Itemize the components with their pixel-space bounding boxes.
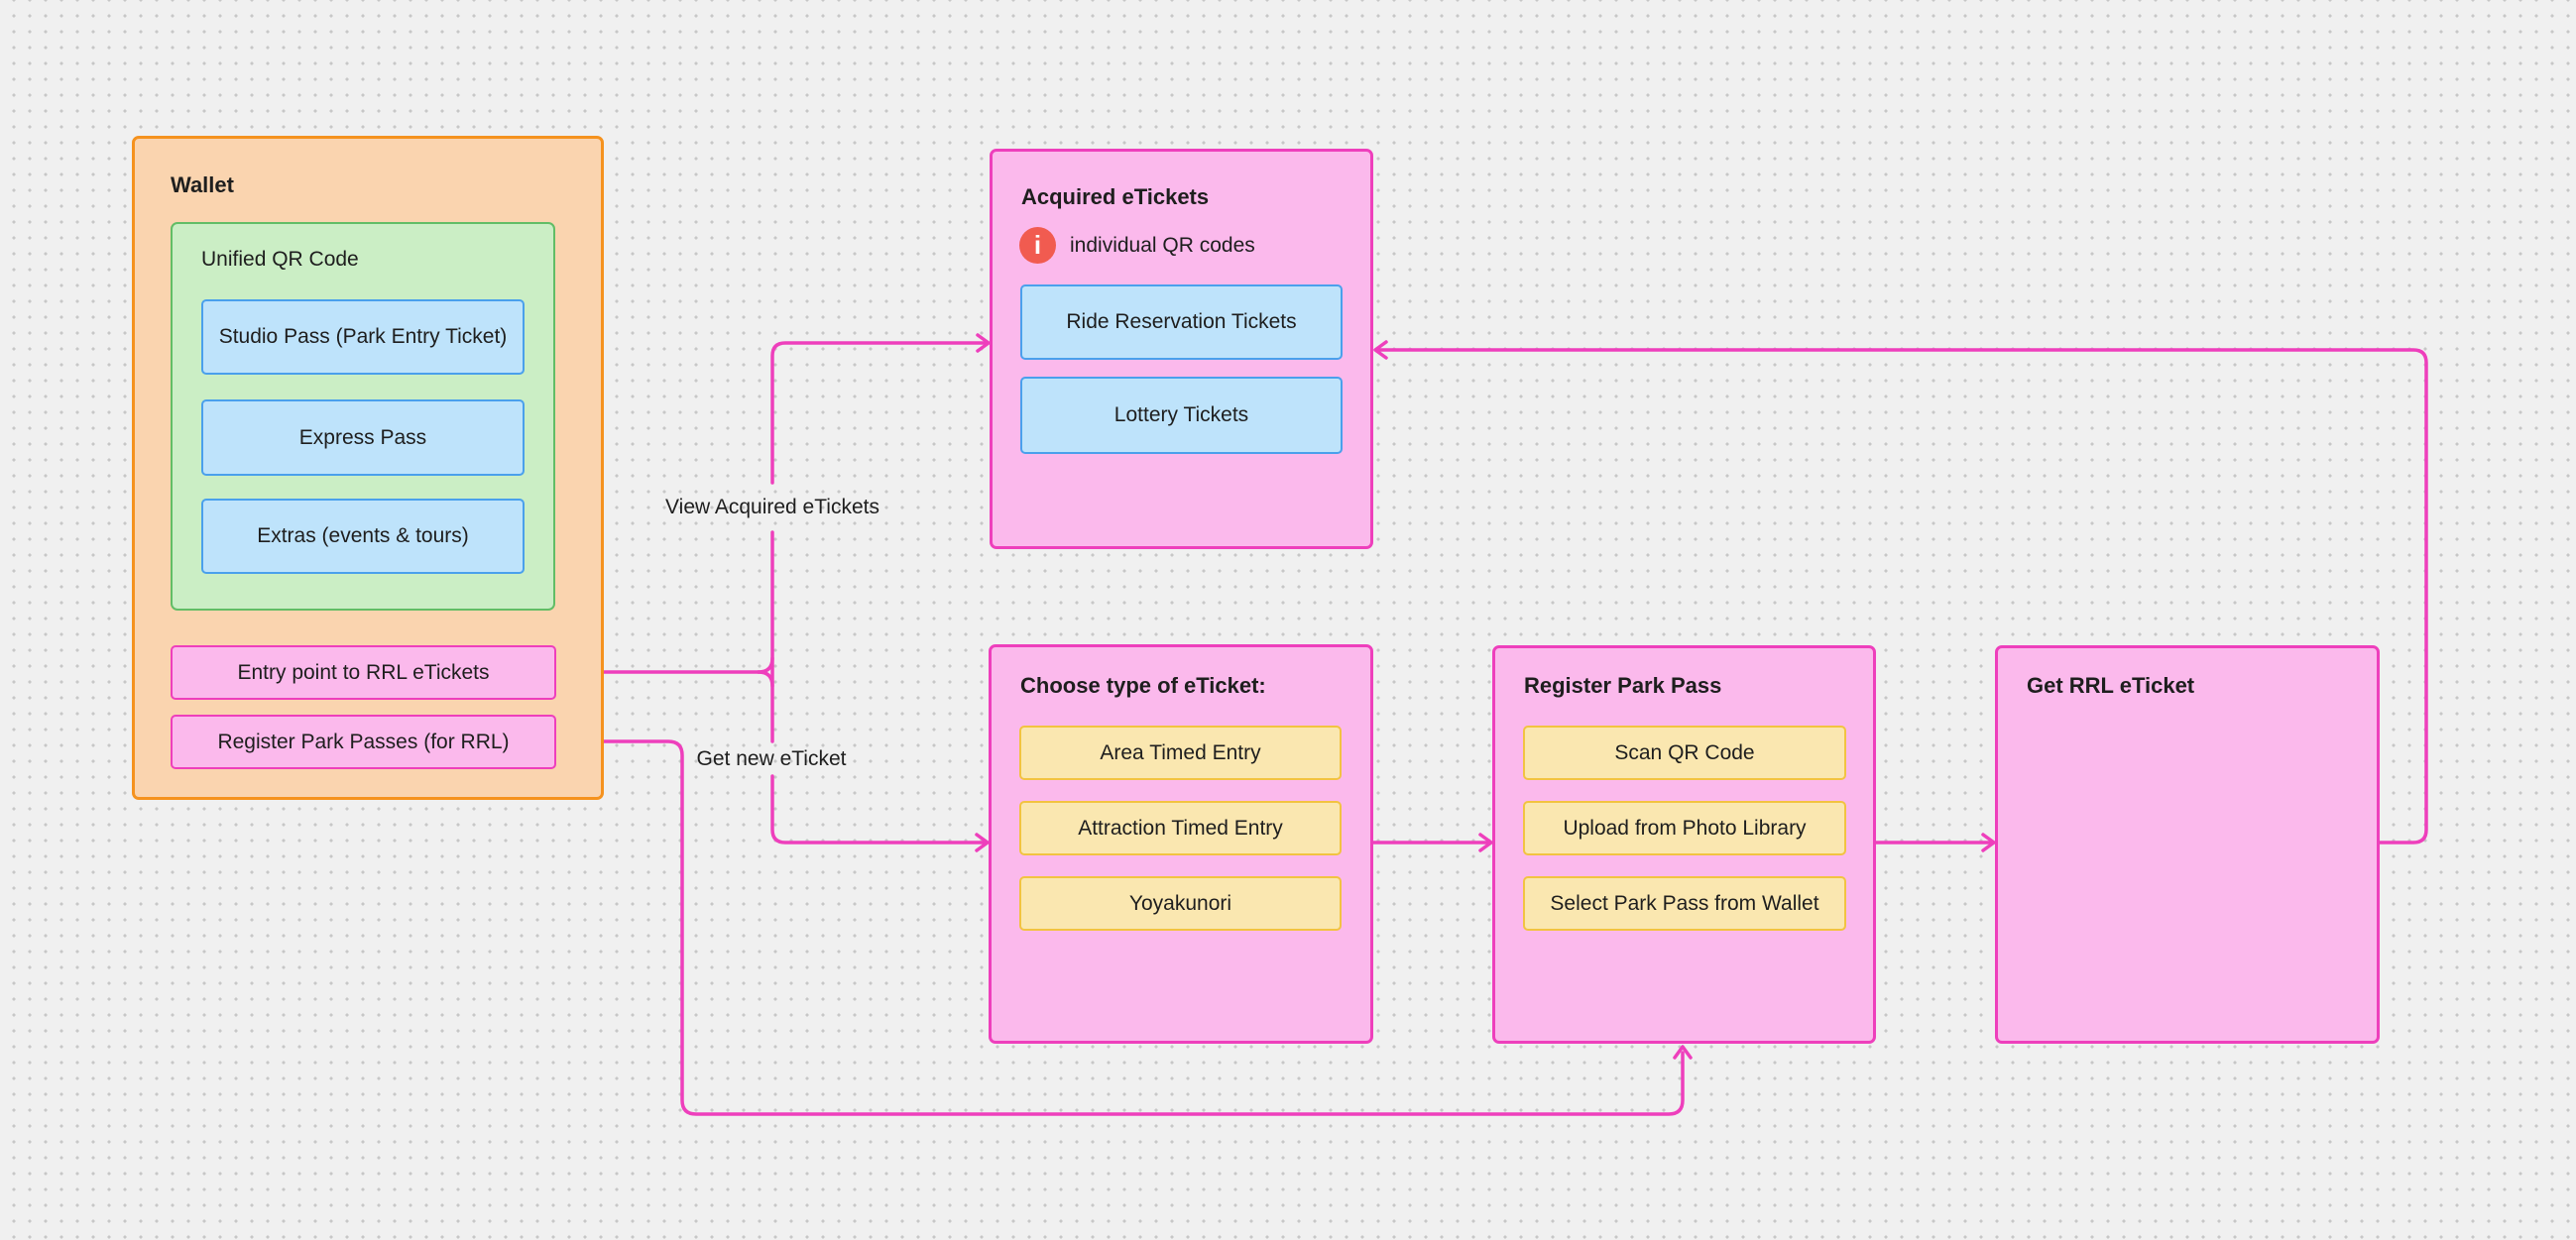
link-entry-point-rrl[interactable]: Entry point to RRL eTickets — [171, 645, 556, 700]
wallet-title: Wallet — [171, 172, 234, 197]
link-entry-point-rrl-label: Entry point to RRL eTickets — [237, 660, 490, 684]
ticket-extras-label: Extras (events & tours) — [257, 524, 469, 547]
option-yoyakunori-label: Yoyakunori — [1128, 891, 1232, 915]
arrowhead-right-icon — [1478, 833, 1493, 852]
option-area-timed-entry-label: Area Timed Entry — [1100, 740, 1261, 764]
choose-eticket-container[interactable]: Choose type of eTicket: Area Timed Entry… — [989, 644, 1373, 1044]
acquired-etickets-title: Acquired eTickets — [1021, 184, 1210, 209]
ticket-lottery-label: Lottery Tickets — [1113, 403, 1249, 426]
option-attraction-timed-entry[interactable]: Attraction Timed Entry — [1019, 801, 1342, 855]
arrowhead-right-icon — [975, 833, 990, 852]
connector-register-getrrl[interactable] — [1874, 833, 1996, 852]
info-icon-glyph: i — [1033, 230, 1042, 260]
ticket-lottery[interactable]: Lottery Tickets — [1020, 377, 1343, 454]
ticket-express-pass-label: Express Pass — [298, 425, 427, 449]
arrowhead-left-icon — [1373, 340, 1388, 360]
option-scan-qr-code[interactable]: Scan QR Code — [1523, 726, 1846, 780]
arrowhead-right-icon — [1981, 833, 1996, 852]
ticket-express-pass[interactable]: Express Pass — [201, 399, 525, 476]
get-rrl-eticket-title: Get RRL eTicket — [2027, 673, 2195, 698]
option-scan-qr-code-label: Scan QR Code — [1614, 740, 1755, 764]
option-upload-photo-library[interactable]: Upload from Photo Library — [1523, 801, 1846, 855]
option-yoyakunori[interactable]: Yoyakunori — [1019, 876, 1342, 931]
register-park-pass-title: Register Park Pass — [1524, 673, 1722, 698]
acquired-etickets-container[interactable]: Acquired eTickets i individual QR codes … — [990, 149, 1373, 549]
info-note-label: individual QR codes — [1070, 233, 1255, 257]
ticket-extras[interactable]: Extras (events & tours) — [201, 499, 525, 574]
choose-eticket-title: Choose type of eTicket: — [1020, 673, 1266, 698]
get-rrl-eticket-container[interactable]: Get RRL eTicket — [1995, 645, 2380, 1044]
info-icon: i — [1019, 227, 1056, 264]
arrowhead-up-icon — [1673, 1045, 1693, 1060]
connector-entry-branch[interactable] — [554, 333, 991, 852]
option-upload-photo-library-label: Upload from Photo Library — [1563, 816, 1807, 840]
option-select-park-pass[interactable]: Select Park Pass from Wallet — [1523, 876, 1846, 931]
unified-qr-title: Unified QR Code — [201, 248, 359, 271]
arrowhead-right-icon — [976, 333, 991, 353]
edge-label-get-new[interactable]: Get new eTicket — [696, 747, 847, 770]
option-area-timed-entry[interactable]: Area Timed Entry — [1019, 726, 1342, 780]
edge-label-view-acquired[interactable]: View Acquired eTickets — [665, 496, 879, 518]
link-register-park-passes-label: Register Park Passes (for RRL) — [217, 730, 510, 753]
ticket-studio-pass-label: Studio Pass (Park Entry Ticket) — [218, 325, 508, 348]
connector-choose-register[interactable] — [1371, 833, 1493, 852]
ticket-ride-reservation-label: Ride Reservation Tickets — [1066, 310, 1297, 333]
option-attraction-timed-entry-label: Attraction Timed Entry — [1078, 816, 1283, 840]
wallet-container[interactable]: Wallet Unified QR Code Studio Pass (Park… — [132, 136, 604, 800]
ticket-studio-pass[interactable]: Studio Pass (Park Entry Ticket) — [201, 299, 525, 375]
register-park-pass-container[interactable]: Register Park Pass Scan QR Code Upload f… — [1492, 645, 1876, 1044]
unified-qr-group[interactable]: Unified QR Code Studio Pass (Park Entry … — [171, 222, 555, 611]
option-select-park-pass-label: Select Park Pass from Wallet — [1550, 891, 1819, 915]
link-register-park-passes[interactable]: Register Park Passes (for RRL) — [171, 715, 556, 769]
info-note-row: i individual QR codes — [1019, 227, 1255, 264]
ticket-ride-reservation[interactable]: Ride Reservation Tickets — [1020, 284, 1343, 360]
